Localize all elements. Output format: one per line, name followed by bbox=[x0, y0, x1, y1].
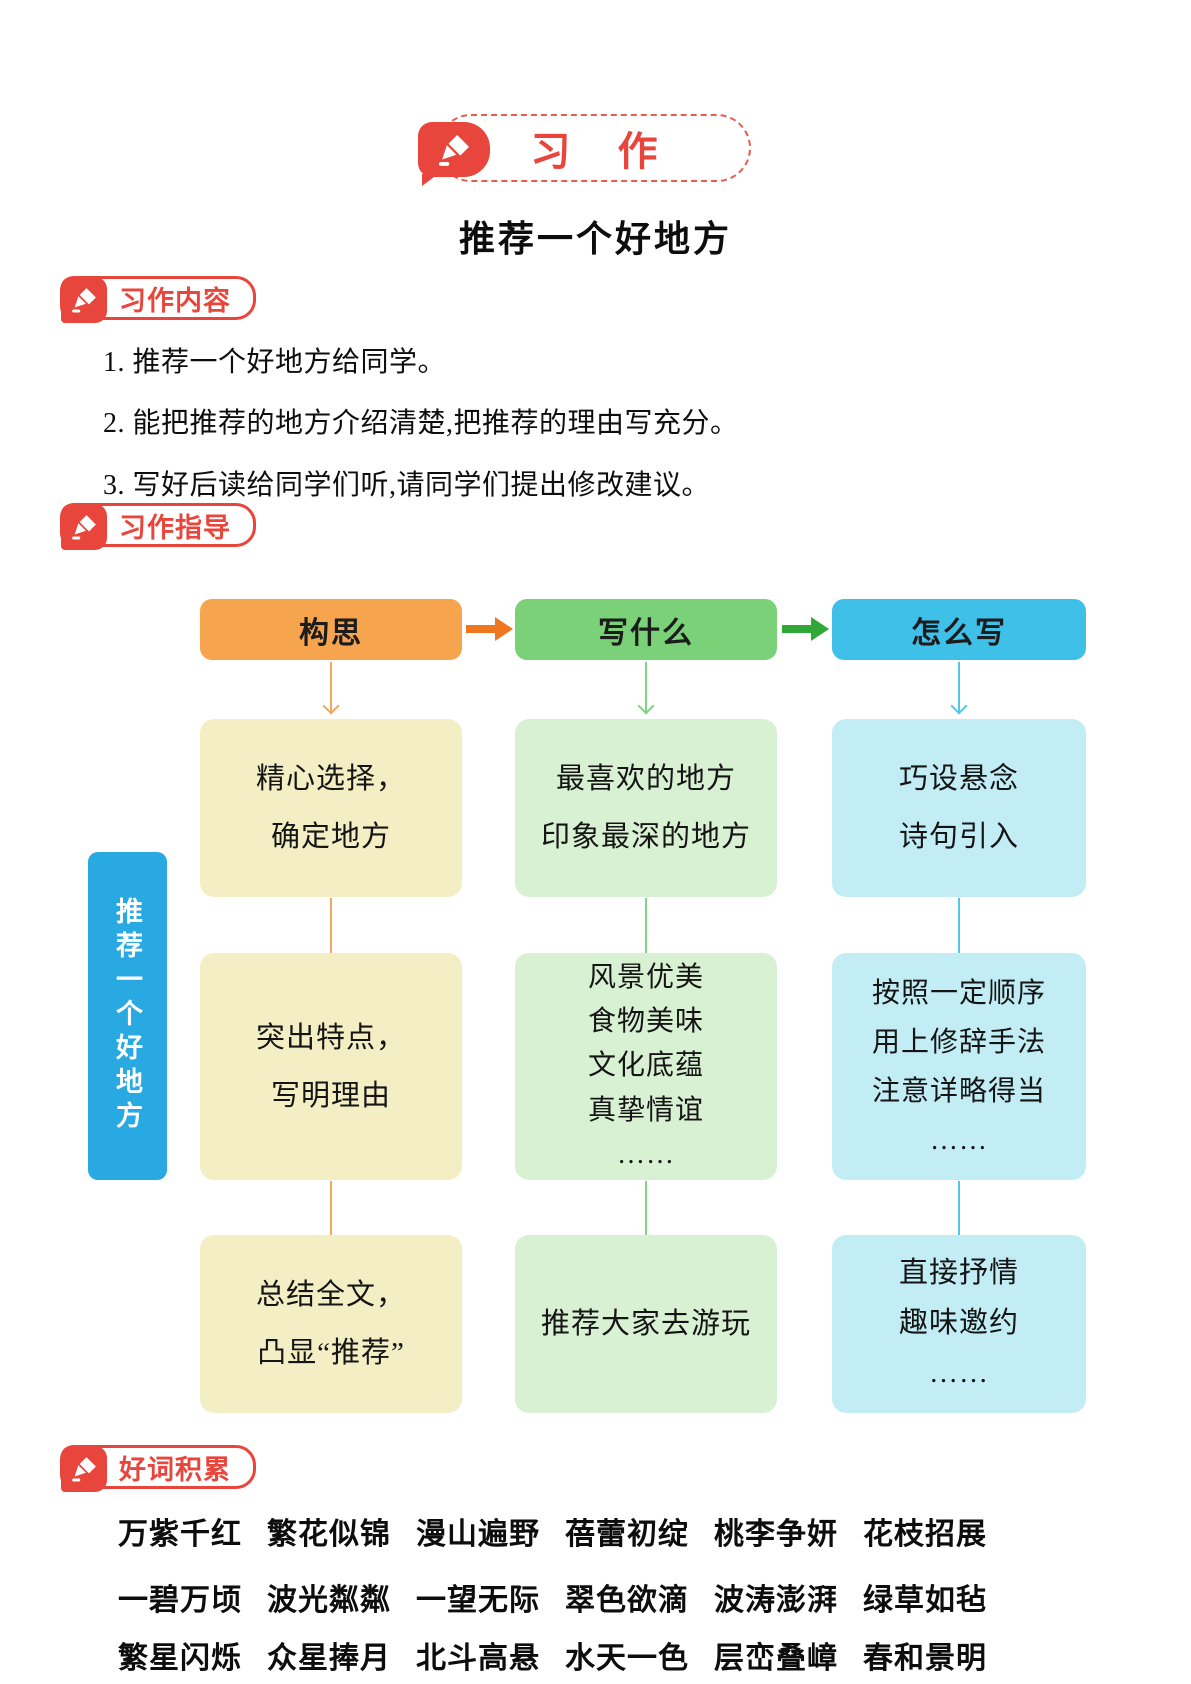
flow-box-concept-2: 突出特点， 写明理由 bbox=[200, 953, 462, 1180]
word: 桃李争妍 bbox=[714, 1518, 838, 1551]
section-guide-pill: 习作指导 bbox=[60, 503, 256, 550]
flow-box-how-2: 按照一定顺序 用上修辞手法 注意详略得当 …… bbox=[832, 953, 1086, 1180]
word: 万紫千红 bbox=[118, 1518, 242, 1551]
arrow-head bbox=[495, 617, 513, 641]
section-header-content: 习作内容 bbox=[60, 276, 256, 323]
connector-line bbox=[958, 898, 960, 953]
arrow-head bbox=[811, 617, 829, 641]
content-item-2: 2. 能把推荐的地方介绍清楚,把推荐的理由写充分。 bbox=[103, 408, 739, 439]
pen-icon bbox=[61, 277, 107, 323]
connector-line bbox=[645, 898, 647, 953]
flow-box-concept-3: 总结全文， 凸显“推荐” bbox=[200, 1235, 462, 1413]
section-words-label: 好词积累 bbox=[119, 1454, 231, 1485]
word: 绿草如毡 bbox=[863, 1584, 987, 1617]
flow-box-how-3: 直接抒情 趣味邀约 …… bbox=[832, 1235, 1086, 1413]
right-arrow-icon bbox=[782, 617, 829, 641]
arrow-shaft bbox=[782, 625, 811, 633]
word: 一碧万顷 bbox=[118, 1584, 242, 1617]
section-content-pill: 习作内容 bbox=[60, 276, 256, 323]
word: 一望无际 bbox=[416, 1584, 540, 1617]
word-row-3: 繁星闪烁 众星捧月 北斗高悬 水天一色 层峦叠嶂 春和景明 bbox=[118, 1633, 987, 1677]
section-guide-label: 习作指导 bbox=[119, 512, 231, 543]
content-item-1: 1. 推荐一个好地方给同学。 bbox=[103, 347, 447, 378]
flow-box-text: 精心选择， 确定地方 bbox=[255, 763, 406, 853]
word: 层峦叠嶂 bbox=[714, 1642, 838, 1675]
flow-box-text: 按照一定顺序 用上修辞手法 注意详略得当 …… bbox=[871, 977, 1046, 1156]
flow-box-text: 风景优美 食物美味 文化底蕴 真挚情谊 …… bbox=[587, 961, 704, 1170]
flow-box-text: 突出特点， 写明理由 bbox=[255, 1021, 406, 1112]
flow-box-text: 总结全文， 凸显“推荐” bbox=[255, 1279, 406, 1369]
flow-header-how-to-write: 怎么写 bbox=[832, 599, 1086, 660]
pen-glyph bbox=[72, 288, 96, 313]
page-title: 推荐一个好地方 bbox=[458, 219, 732, 259]
down-arrow-icon bbox=[645, 662, 647, 712]
word-row-2: 一碧万顷 波光粼粼 一望无际 翠色欲滴 波涛澎湃 绿草如毡 bbox=[118, 1575, 987, 1619]
word: 春和景明 bbox=[863, 1642, 987, 1675]
word: 众星捧月 bbox=[267, 1642, 391, 1675]
word: 漫山遍野 bbox=[416, 1518, 540, 1551]
flow-side-label: 推荐一个好地方 bbox=[88, 852, 167, 1180]
flow-box-text: 最喜欢的地方 印象最深的地方 bbox=[540, 763, 751, 853]
section-header-guide: 习作指导 bbox=[60, 503, 256, 550]
marker-pen-glyph bbox=[438, 134, 470, 166]
section-words-pill: 好词积累 bbox=[60, 1445, 256, 1492]
connector-line bbox=[330, 1181, 332, 1235]
flow-box-text: 巧设悬念 诗句引入 bbox=[898, 763, 1019, 853]
flow-box-what-1: 最喜欢的地方 印象最深的地方 bbox=[515, 719, 777, 897]
word: 花枝招展 bbox=[863, 1518, 987, 1551]
flow-box-text: 直接抒情 趣味邀约 …… bbox=[898, 1257, 1019, 1389]
flow-header-concept: 构思 bbox=[200, 599, 462, 660]
flow-box-concept-1: 精心选择， 确定地方 bbox=[200, 719, 462, 897]
flow-box-what-3: 推荐大家去游玩 bbox=[515, 1235, 777, 1413]
section-header-words: 好词积累 bbox=[60, 1445, 256, 1492]
flow-box-how-1: 巧设悬念 诗句引入 bbox=[832, 719, 1086, 897]
marker-pen-icon bbox=[418, 122, 490, 186]
content-item-3: 3. 写好后读给同学们听,请同学们提出修改建议。 bbox=[103, 470, 711, 501]
connector-line bbox=[645, 1181, 647, 1235]
word: 繁星闪烁 bbox=[118, 1642, 242, 1675]
word: 繁花似锦 bbox=[267, 1518, 391, 1551]
section-content-label: 习作内容 bbox=[119, 285, 231, 316]
right-arrow-icon bbox=[466, 617, 513, 641]
flow-box-text: 推荐大家去游玩 bbox=[540, 1308, 751, 1340]
arrow-shaft bbox=[466, 625, 495, 633]
pen-icon bbox=[61, 504, 107, 550]
word: 波涛澎湃 bbox=[714, 1584, 838, 1617]
word: 水天一色 bbox=[565, 1642, 689, 1675]
flow-header-what-to-write: 写什么 bbox=[515, 599, 777, 660]
word: 蓓蕾初绽 bbox=[565, 1518, 689, 1551]
word: 北斗高悬 bbox=[416, 1642, 540, 1675]
pen-glyph bbox=[72, 1457, 96, 1482]
pen-icon bbox=[61, 1446, 107, 1492]
word-row-1: 万紫千红 繁花似锦 漫山遍野 蓓蕾初绽 桃李争妍 花枝招展 bbox=[118, 1509, 987, 1553]
connector-line bbox=[958, 1181, 960, 1235]
down-arrow-icon bbox=[958, 662, 960, 712]
connector-line bbox=[330, 898, 332, 953]
down-arrow-icon bbox=[330, 662, 332, 712]
composition-badge-label: 习 作 bbox=[530, 130, 676, 174]
word: 波光粼粼 bbox=[267, 1584, 391, 1617]
flow-box-what-2: 风景优美 食物美味 文化底蕴 真挚情谊 …… bbox=[515, 953, 777, 1180]
word: 翠色欲滴 bbox=[565, 1584, 689, 1617]
pen-glyph bbox=[72, 515, 96, 540]
